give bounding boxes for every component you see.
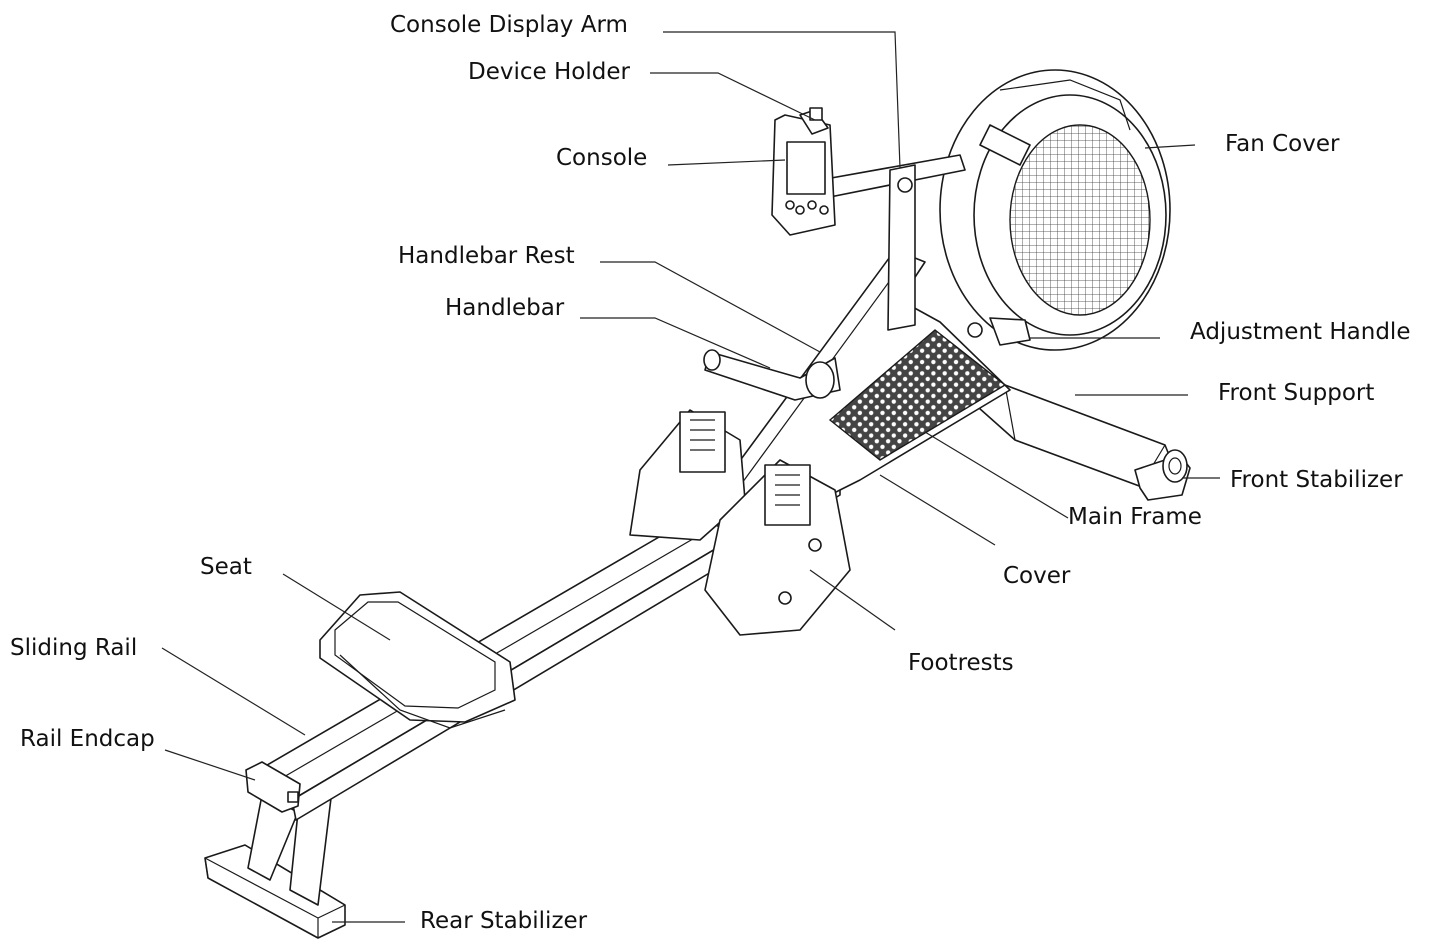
leader-rail-endcap	[164, 749, 256, 781]
leader-main-frame	[924, 431, 1069, 519]
leader-device-holder	[650, 72, 816, 121]
label-front-stabilizer: Front Stabilizer	[1230, 467, 1403, 493]
label-footrests: Footrests	[908, 650, 1014, 676]
rail-endcap	[245, 761, 301, 813]
label-device-holder: Device Holder	[468, 59, 630, 85]
label-adjustment-handle: Adjustment Handle	[1190, 319, 1411, 345]
label-console: Console	[556, 145, 648, 171]
leader-sliding-rail	[161, 647, 306, 736]
leader-console-display-arm	[663, 31, 901, 169]
console	[771, 114, 836, 236]
handlebar	[703, 349, 841, 401]
footrests	[629, 409, 851, 636]
label-sliding-rail: Sliding Rail	[10, 635, 138, 661]
label-front-support: Front Support	[1218, 380, 1375, 406]
cover	[828, 329, 1007, 461]
seat	[319, 591, 516, 729]
leader-fan-cover	[1144, 144, 1196, 149]
label-rear-stabilizer: Rear Stabilizer	[420, 908, 588, 934]
leader-console	[667, 159, 786, 166]
label-seat: Seat	[200, 554, 252, 580]
adjustment-handle	[967, 317, 1031, 346]
console-display-arm	[819, 154, 966, 331]
fan-assembly	[939, 69, 1171, 351]
rear-stabilizer	[204, 844, 346, 939]
label-fan-cover: Fan Cover	[1225, 131, 1340, 157]
leader-cover	[879, 474, 996, 546]
leader-seat	[282, 573, 391, 641]
label-handlebar-rest: Handlebar Rest	[398, 243, 575, 269]
leader-handlebar	[580, 317, 771, 369]
label-main-frame: Main Frame	[1068, 504, 1202, 530]
label-console-display-arm: Console Display Arm	[390, 12, 628, 38]
leader-footrests	[809, 569, 896, 631]
leader-handlebar-rest	[600, 261, 821, 353]
leader-lines	[161, 31, 1220, 923]
label-handlebar: Handlebar	[445, 295, 565, 321]
front-stabilizer	[1134, 449, 1191, 501]
label-rail-endcap: Rail Endcap	[20, 726, 155, 752]
label-cover: Cover	[1003, 563, 1071, 589]
